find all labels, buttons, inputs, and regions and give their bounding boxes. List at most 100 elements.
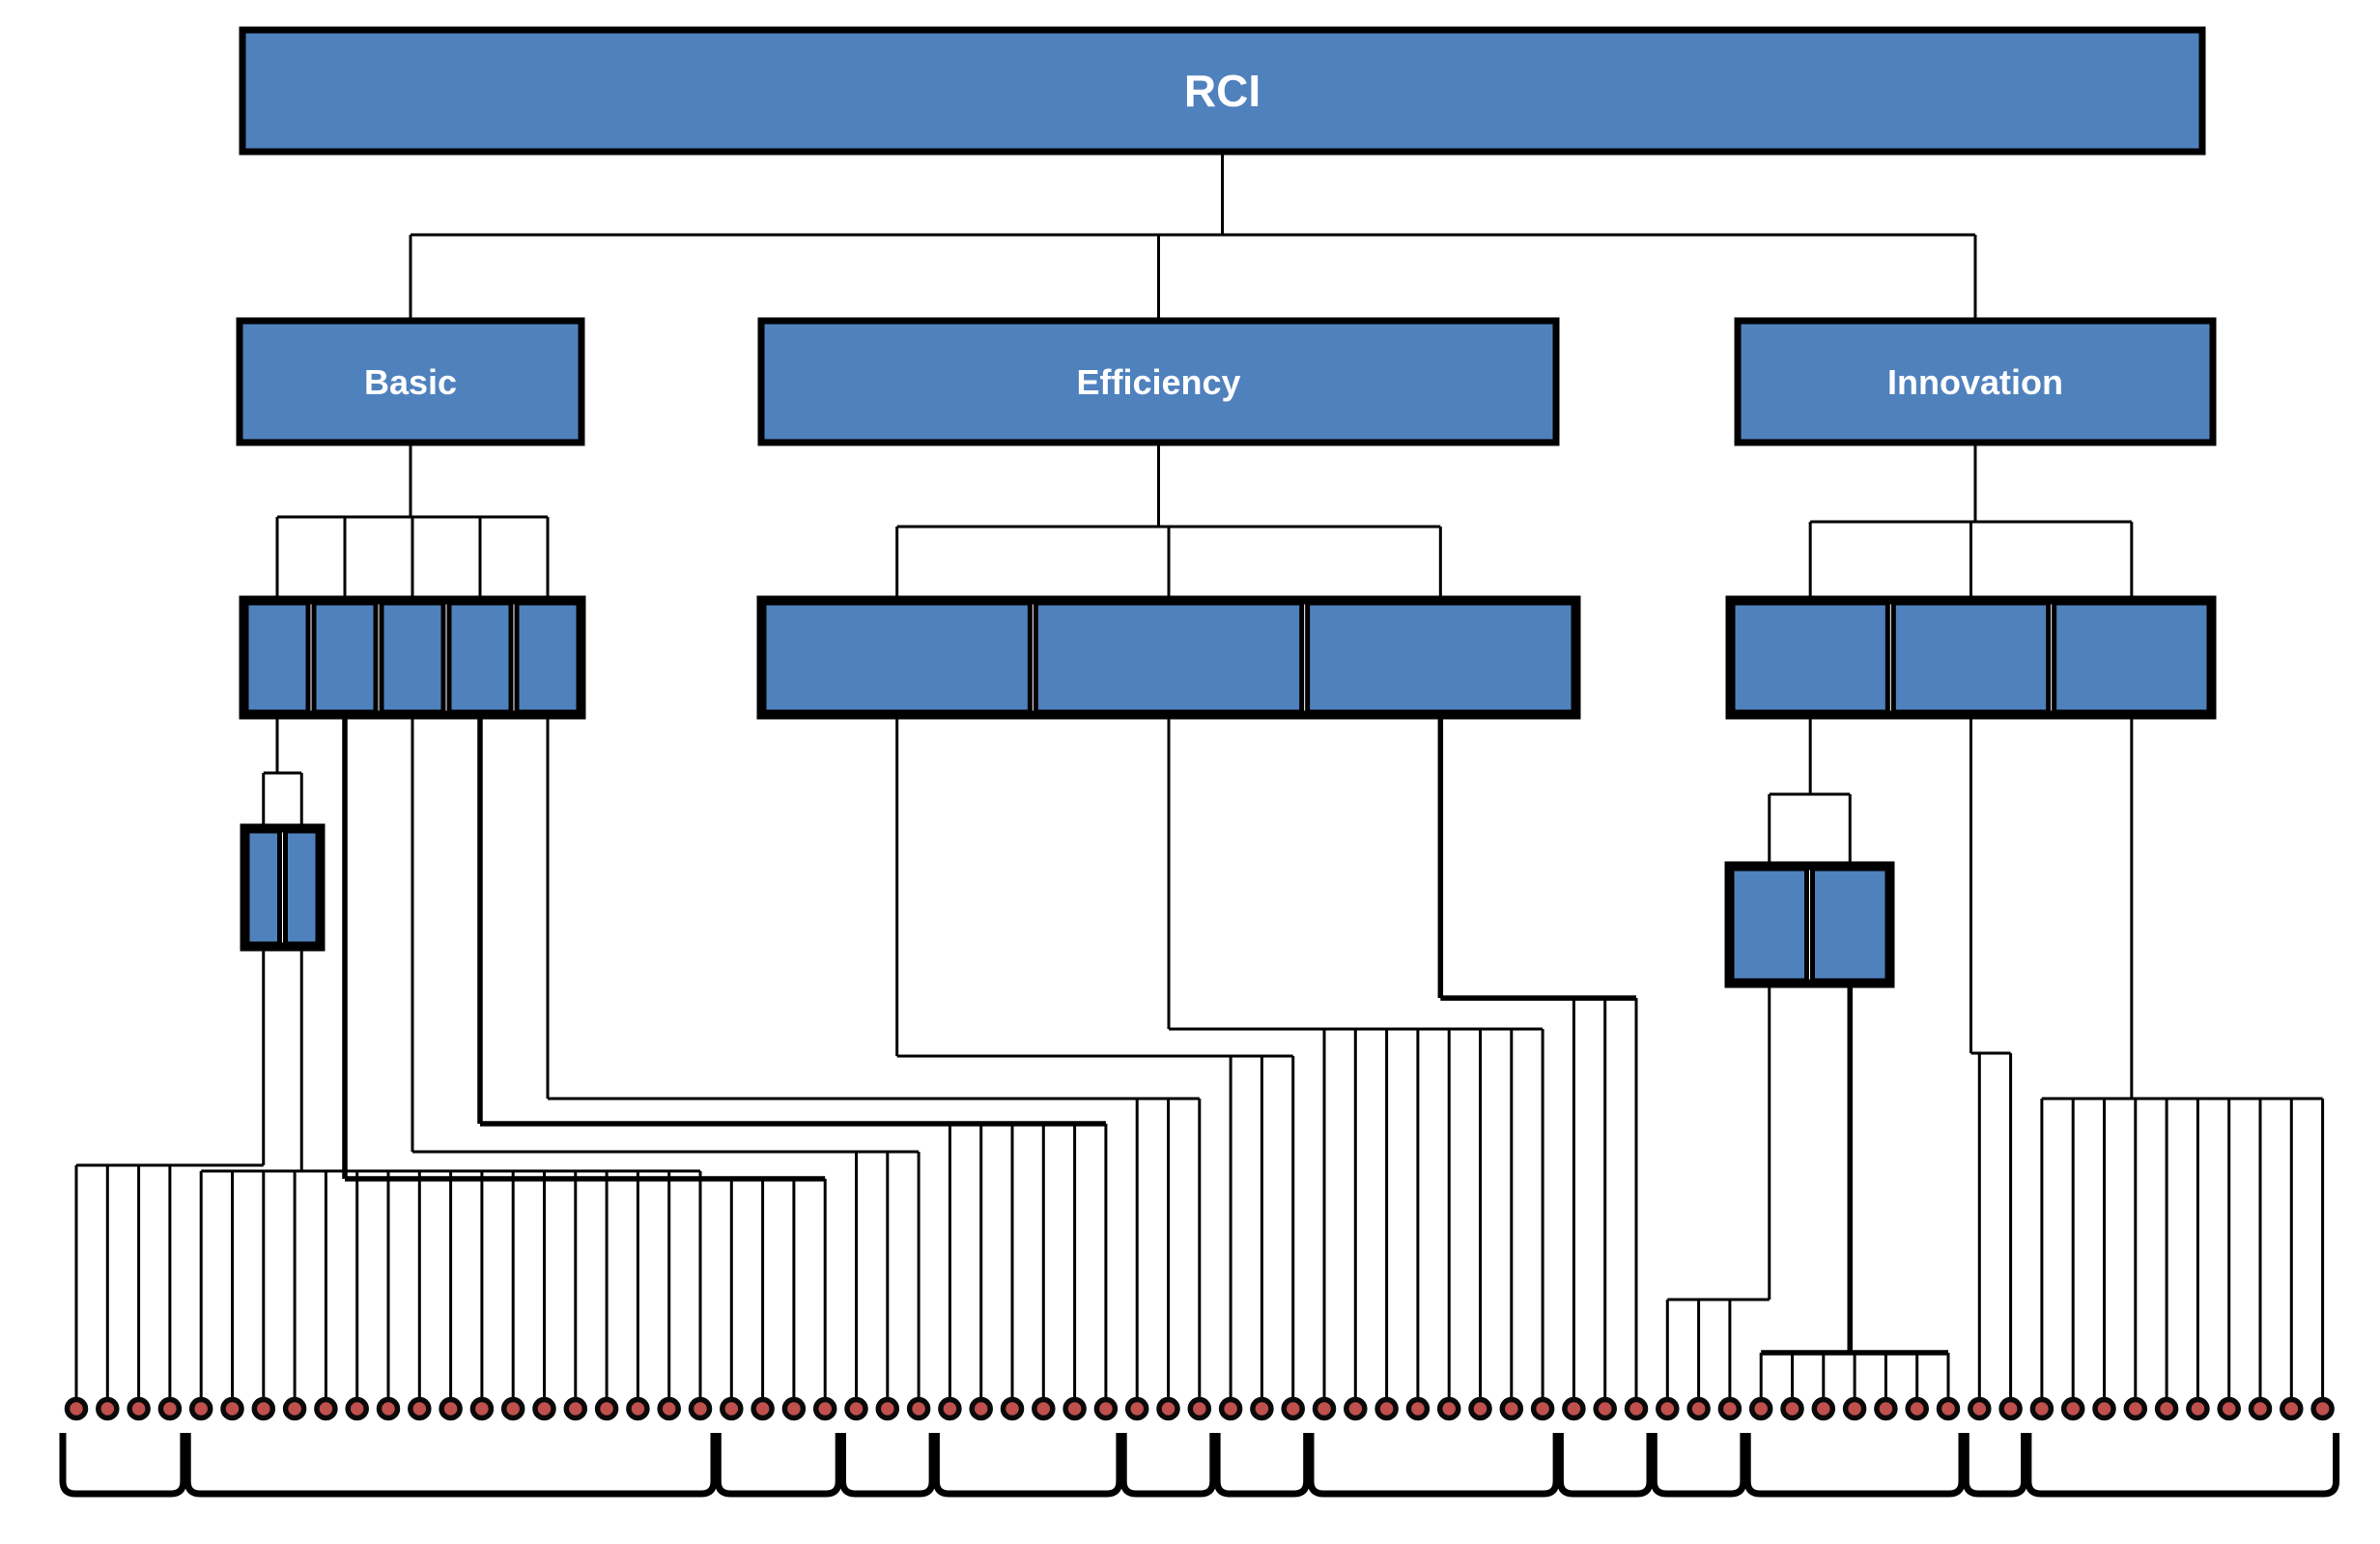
indicator-dot: [1905, 1396, 1929, 1421]
subpillar-row-efficiency: [756, 595, 1581, 720]
split-box-basic-sub-cell: [283, 828, 321, 947]
indicator-dot: [188, 1396, 213, 1421]
subpillar-row-efficiency-cell: [1033, 600, 1305, 715]
indicator-dot: [1187, 1396, 1212, 1421]
split-box-innovation-sub-cell: [1810, 866, 1890, 984]
indicator-dot: [1405, 1396, 1431, 1421]
group-bracket: [1307, 1433, 1560, 1498]
indicator-dot: [1656, 1396, 1680, 1421]
indicator-dot: [500, 1396, 525, 1421]
indicator-dot: [2248, 1396, 2273, 1421]
split-box-basic-sub-cell: [244, 828, 282, 947]
indicator-dot: [1156, 1396, 1180, 1421]
subpillar-row-basic-cell: [446, 600, 514, 715]
indicator-dot: [1842, 1396, 1867, 1421]
indicator-dot: [282, 1396, 307, 1421]
indicator-dot: [1780, 1396, 1804, 1421]
indicator-dot: [1717, 1396, 1742, 1421]
indicator-dot: [2092, 1396, 2116, 1421]
indicator-dot: [1436, 1396, 1461, 1421]
subpillar-row-basic-cell: [243, 600, 311, 715]
indicator-dot: [969, 1396, 993, 1421]
indicator-dot: [1218, 1396, 1243, 1421]
group-bracket: [714, 1433, 842, 1498]
indicator-dot: [2123, 1396, 2148, 1421]
indicator-dot: [906, 1396, 931, 1421]
indicator-dot: [220, 1396, 244, 1421]
indicator-dot: [2217, 1396, 2241, 1421]
subpillar-row-innovation-cell: [1890, 600, 2052, 715]
indicator-dot: [96, 1396, 120, 1421]
indicator-dot: [657, 1396, 681, 1421]
indicator-dot: [127, 1396, 151, 1421]
indicator-dot: [1312, 1396, 1337, 1421]
group-bracket: [59, 1433, 187, 1498]
indicator-dot: [2280, 1396, 2304, 1421]
pillar-box-efficiency: [757, 317, 1560, 446]
indicator-dot: [251, 1396, 276, 1421]
group-bracket: [1119, 1433, 1217, 1498]
pillar-label-efficiency: Efficiency: [1076, 362, 1240, 402]
group-bracket: [1962, 1433, 2028, 1498]
indicator-dot: [563, 1396, 588, 1421]
group-bracket: [839, 1433, 936, 1498]
subpillar-row-innovation-cell: [2052, 600, 2212, 715]
group-bracket: [2025, 1433, 2340, 1498]
group-bracket: [1556, 1433, 1654, 1498]
indicator-dot: [626, 1396, 650, 1421]
indicator-dot: [345, 1396, 369, 1421]
group-bracket: [1650, 1433, 1747, 1498]
pillar-box-basic: [236, 317, 585, 446]
indicator-dot: [688, 1396, 713, 1421]
indicator-dot: [1124, 1396, 1149, 1421]
subpillar-row-efficiency-cell: [761, 600, 1033, 715]
indicator-dot: [157, 1396, 183, 1421]
indicator-dot: [1874, 1396, 1898, 1421]
indicator-dot: [1936, 1396, 1961, 1421]
indicator-dot: [2060, 1396, 2085, 1421]
indicator-dot: [2154, 1396, 2179, 1421]
split-box-innovation-sub-cell: [1729, 866, 1809, 984]
subpillar-row-basic-cell: [514, 600, 581, 715]
indicator-dot: [812, 1396, 837, 1421]
indicator-dot: [751, 1396, 775, 1421]
indicator-dot: [1748, 1396, 1773, 1421]
subpillar-row-basic-cell: [311, 600, 379, 715]
indicator-dot: [1032, 1396, 1056, 1421]
indicator-dot: [469, 1396, 495, 1421]
subpillar-row-efficiency-cell: [1305, 600, 1576, 715]
subpillar-row-innovation-cell: [1730, 600, 1890, 715]
indicator-dot: [1562, 1396, 1586, 1421]
indicator-dot: [1062, 1396, 1087, 1421]
pillar-label-basic: Basic: [364, 362, 457, 402]
indicator-dot: [1250, 1396, 1274, 1421]
root-label: RCI: [1184, 66, 1261, 116]
indicator-dot: [1998, 1396, 2023, 1421]
indicator-dot: [875, 1396, 900, 1421]
indicator-dot: [1374, 1396, 1399, 1421]
subpillar-row-innovation: [1725, 595, 2217, 720]
indicator-dot: [781, 1396, 807, 1421]
indicator-dot: [408, 1396, 432, 1421]
indicator-dot: [1468, 1396, 1492, 1421]
indicator-dot: [1281, 1396, 1305, 1421]
indicator-dot: [2029, 1396, 2054, 1421]
subpillar-row-basic: [239, 595, 586, 720]
indicator-dot: [1593, 1396, 1617, 1421]
group-bracket: [1743, 1433, 1966, 1498]
indicator-dot: [314, 1396, 338, 1421]
indicator-dot: [1624, 1396, 1649, 1421]
indicator-dot: [532, 1396, 556, 1421]
subpillar-row-basic-cell: [379, 600, 446, 715]
group-bracket: [932, 1433, 1123, 1498]
group-bracket: [184, 1433, 718, 1498]
indicator-dot: [938, 1396, 962, 1421]
indicator-dot: [594, 1396, 619, 1421]
indicator-dot: [1686, 1396, 1711, 1421]
indicator-dot: [2186, 1396, 2210, 1421]
indicator-dot: [64, 1396, 89, 1421]
indicator-dot: [376, 1396, 401, 1421]
indicator-dot: [720, 1396, 744, 1421]
pillar-label-innovation: Innovation: [1887, 362, 2063, 402]
